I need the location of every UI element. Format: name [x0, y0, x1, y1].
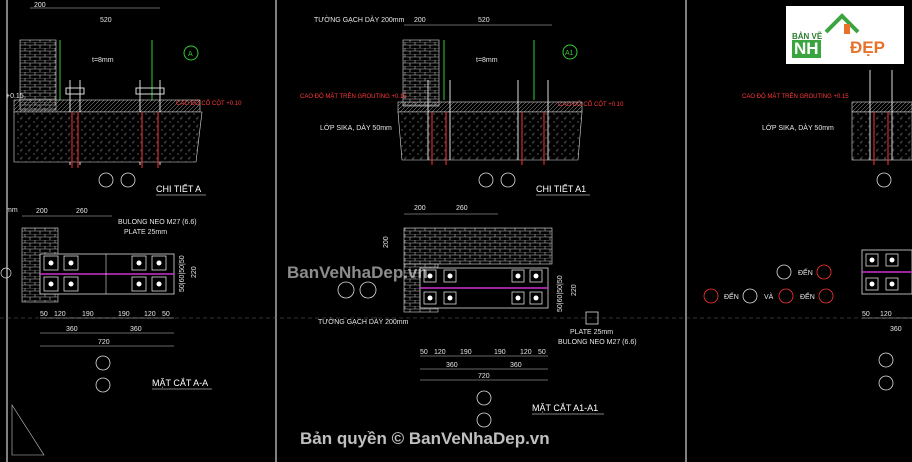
- panel-right: CAO ĐỘ MẶT TRÊN GROUTING +0.15 LỚP SIKA,…: [703, 70, 912, 391]
- section-title-a: MẶT CẮT A-A: [152, 378, 208, 388]
- svg-text:50: 50: [40, 311, 48, 318]
- svg-text:360: 360: [446, 362, 458, 369]
- svg-text:190: 190: [460, 349, 472, 356]
- svg-text:260: 260: [456, 205, 468, 212]
- svg-text:260: 260: [76, 208, 88, 215]
- svg-text:720: 720: [98, 339, 110, 346]
- watermark-center: BanVeNhaDep.vn: [287, 263, 428, 282]
- brick-wall-plan-a1: [403, 227, 553, 265]
- svg-text:220: 220: [571, 284, 578, 296]
- svg-text:ĐẾN: ĐẾN: [800, 291, 815, 301]
- axis-bubble-a: [183, 45, 199, 61]
- wall-note-top-a1: TƯỜNG GẠCH DÀY 200mm: [314, 15, 405, 24]
- svg-text:50: 50: [862, 311, 870, 318]
- svg-text:200: 200: [34, 2, 46, 9]
- dim-top-a: 520: [100, 17, 112, 24]
- level-left-a: +0.15: [6, 93, 24, 100]
- thickness-a: t=8mm: [92, 57, 114, 64]
- level-note-a: CAO ĐỘ CỔ CỘT +0.10: [176, 100, 242, 107]
- logo-top-text: BẢN VẼ: [792, 32, 823, 41]
- svg-text:720: 720: [478, 373, 490, 380]
- grouting-note-a1: CAO ĐỘ MẶT TRÊN GROUTING +0.15: [300, 92, 407, 100]
- brick-wall: [19, 39, 57, 111]
- svg-text:120: 120: [434, 349, 446, 356]
- svg-text:50|60|50|50: 50|60|50|50: [557, 275, 564, 312]
- watermark-copyright: Bản quyền © BanVeNhaDep.vn: [300, 429, 550, 448]
- svg-text:50: 50: [162, 311, 170, 318]
- svg-text:A1: A1: [565, 50, 574, 57]
- svg-text:200: 200: [36, 208, 48, 215]
- sika-note-a1: LỚP SIKA, DÀY 50mm: [320, 123, 392, 132]
- svg-text:200: 200: [414, 17, 426, 24]
- svg-text:360: 360: [890, 326, 902, 333]
- svg-text:120: 120: [54, 311, 66, 318]
- section-title-a1: MẶT CẮT A1-A1: [532, 403, 598, 413]
- svg-text:190: 190: [494, 349, 506, 356]
- svg-text:50: 50: [538, 349, 546, 356]
- grouting-note-right: CAO ĐỘ MẶT TRÊN GROUTING +0.15: [742, 92, 849, 100]
- svg-text:50: 50: [420, 349, 428, 356]
- level-note-a1: CAO ĐỘ CỔ CỘT +0.10: [558, 101, 624, 108]
- site-logo: BẢN VẼ NH ĐẸP: [786, 6, 904, 64]
- svg-text:520: 520: [478, 17, 490, 24]
- concrete-footing-a: [13, 111, 203, 163]
- svg-text:ĐẾN: ĐẾN: [798, 267, 813, 277]
- panel-a1: TƯỜNG GẠCH DÀY 200mm 200 520 t=8mm A1 CA…: [300, 15, 637, 428]
- svg-text:ĐẾN: ĐẾN: [724, 291, 739, 301]
- svg-text:360: 360: [130, 326, 142, 333]
- detail-title-a: CHI TIẾT A: [156, 184, 201, 194]
- plate-note-a: PLATE 25mm: [124, 229, 167, 236]
- bolt-note-a: BULONG NEO M27 (6.6): [118, 219, 197, 226]
- logo-dep-text: ĐẸP: [850, 38, 885, 57]
- panel-a: 200 520 t=8mm A +0.15 CAO ĐỘ CỔ CỘT +0.1…: [0, 2, 242, 456]
- bolt-note-a1: BULONG NEO M27 (6.6): [558, 339, 637, 346]
- svg-text:120: 120: [520, 349, 532, 356]
- svg-text:A: A: [188, 51, 193, 58]
- svg-text:120: 120: [144, 311, 156, 318]
- svg-text:200: 200: [414, 205, 426, 212]
- svg-text:190: 190: [118, 311, 130, 318]
- svg-text:200: 200: [383, 236, 390, 248]
- svg-text:mm: mm: [6, 207, 18, 214]
- svg-text:50|60|50|50: 50|60|50|50: [179, 255, 186, 292]
- svg-text:220: 220: [191, 266, 198, 278]
- svg-text:190: 190: [82, 311, 94, 318]
- detail-title-a1: CHI TIẾT A1: [536, 184, 586, 194]
- axis-bubble-a1: [562, 44, 578, 60]
- wall-note-bottom-a1: TƯỜNG GẠCH DÀY 200mm: [318, 317, 409, 326]
- sika-note-right: LỚP SIKA, DÀY 50mm: [762, 123, 834, 132]
- plate-note-a1: PLATE 25mm: [570, 329, 613, 336]
- svg-text:t=8mm: t=8mm: [476, 57, 498, 64]
- svg-text:VÀ: VÀ: [764, 292, 774, 301]
- svg-text:360: 360: [510, 362, 522, 369]
- svg-text:120: 120: [880, 311, 892, 318]
- dims-row-a1: 50 120 190 190 120 50 360 360 720: [420, 349, 548, 381]
- dims-row-a: 50 120 190 190 120 50 360 360 720: [40, 311, 174, 347]
- svg-text:360: 360: [66, 326, 78, 333]
- logo-nh-text: NH: [792, 39, 821, 58]
- house-icon: [824, 13, 860, 34]
